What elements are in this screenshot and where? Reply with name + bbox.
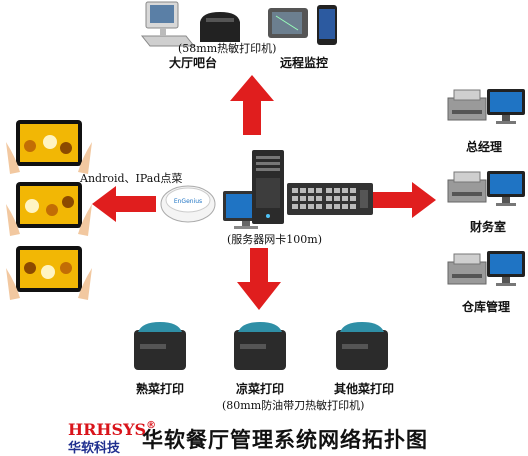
finance-office-label: 财务室: [470, 220, 507, 234]
tablet-icon: [6, 120, 92, 174]
network-switch-icon: [287, 183, 373, 215]
remote-monitor-label: 远程监控: [280, 56, 329, 70]
arrow-up: [230, 75, 274, 135]
office-printer-icon: [447, 171, 487, 203]
smartphone-icon: [317, 5, 337, 45]
tablet-icon: [6, 246, 92, 300]
diagram-title: 华软餐厅管理系统网络拓扑图: [142, 428, 428, 452]
tablet-icon: [6, 182, 92, 236]
company-logo: HRHSYS® 华软科技: [68, 420, 156, 456]
desktop-monitor-icon: [487, 89, 525, 124]
arrow-down: [237, 248, 281, 310]
wireless-access-point-icon: EnGenius: [160, 185, 216, 223]
cold-dish-print-label: 凉菜打印: [236, 382, 285, 396]
other-dish-print-label: 其他菜打印: [334, 382, 395, 396]
desktop-monitor-icon: [487, 251, 525, 286]
receipt-printer-icon: [200, 12, 240, 42]
arrow-left: [92, 186, 156, 222]
general-manager-label: 总经理: [466, 140, 503, 154]
server-note: (服务器网卡100m): [227, 233, 323, 246]
hall-bar-label: 大厅吧台: [169, 56, 218, 70]
warehouse-management-label: 仓库管理: [462, 300, 511, 314]
kitchen-printer-icon: [134, 322, 186, 370]
office-printer-icon: [447, 89, 487, 121]
server-tower-icon: [252, 150, 284, 224]
kitchen-printer-icon: [336, 322, 388, 370]
monitoring-terminal-icon: [268, 8, 308, 38]
ordering-device-note: Android、IPad点菜: [80, 172, 183, 185]
desktop-monitor-icon: [487, 171, 525, 206]
office-printer-icon: [447, 253, 487, 285]
logo-chinese: 华软科技: [68, 441, 121, 456]
kitchen-printer-icon: [234, 322, 286, 370]
logo-english: HRHSYS: [68, 420, 147, 439]
top-printer-note: (58mm热敏打印机): [178, 42, 277, 55]
pos-terminal-icon: [140, 1, 196, 47]
svg-text:EnGenius: EnGenius: [174, 198, 202, 205]
registered-mark: ®: [146, 420, 157, 431]
kitchen-printer-note: (80mm防油带刀热敏打印机): [222, 399, 365, 412]
arrow-right: [372, 182, 436, 218]
cooked-dish-print-label: 熟菜打印: [136, 382, 185, 396]
